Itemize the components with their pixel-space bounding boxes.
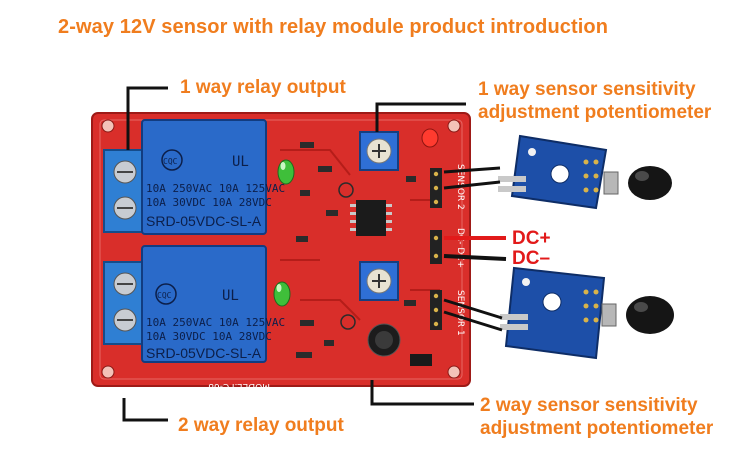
- power-led: [421, 128, 439, 148]
- relay-1-ul: UL: [232, 154, 249, 170]
- relay-1: CQC UL 10A 250VAC 10A 125VAC 10A 30VDC 1…: [141, 119, 285, 235]
- callout-relay-1-text: 1 way relay output: [180, 77, 346, 98]
- dc-plus-label: DC+: [512, 228, 551, 249]
- callout-sensor-1-line-1: 1 way sensor sensitivity: [478, 79, 696, 100]
- page-title: 2-way 12V sensor with relay module produ…: [58, 16, 609, 38]
- sensor-1-silkscreen: SENSOR 1: [455, 290, 465, 336]
- relay-2-terminal-block: [103, 261, 147, 345]
- dc-power-wires: [443, 236, 507, 261]
- relay-2-spec-b: 10A 30VDC 10A 28VDC: [146, 330, 272, 343]
- flame-sensor-1: [500, 266, 674, 360]
- sensor-wires: [443, 166, 503, 332]
- relay-1-brand: CQC: [163, 157, 178, 166]
- status-led-1: [277, 159, 295, 185]
- relay-2-brand: CQC: [157, 291, 172, 300]
- relay-1-spec-a: 10A 250VAC 10A 125VAC: [146, 182, 285, 195]
- relay-2-ul: UL: [222, 288, 239, 304]
- callout-sensor-1-potentiometer: 1 way sensor sensitivity adjustment pote…: [478, 78, 711, 124]
- callout-sensor-2-potentiometer: 2 way sensor sensitivity adjustment pote…: [480, 394, 713, 440]
- power-silkscreen: DC- DC+: [455, 228, 465, 268]
- smd-components: [296, 142, 432, 366]
- relay-1-spec-b: 10A 30VDC 10A 28VDC: [146, 196, 272, 209]
- status-led-2: [273, 281, 291, 307]
- sensor-1-header: [430, 290, 442, 330]
- comparator-ic: [350, 200, 392, 236]
- relay-2-model: SRD-05VDC-SL-A: [146, 345, 262, 361]
- callout-relay-2-output: 2 way relay output: [178, 414, 344, 437]
- callout-sensor-2-line-1: 2 way sensor sensitivity: [480, 395, 698, 416]
- relay-2: CQC UL 10A 250VAC 10A 125VAC 10A 30VDC 1…: [141, 245, 285, 363]
- callout-leader-lines: [122, 86, 474, 422]
- sensor-2-header: [430, 168, 442, 208]
- dc-minus-label: DC–: [512, 248, 551, 269]
- callout-sensor-1-line-2: adjustment potentiometer: [478, 102, 712, 123]
- sensitivity-potentiometer-2: [359, 261, 399, 301]
- capacitor: [367, 323, 401, 357]
- sensitivity-potentiometer-1: [359, 131, 399, 171]
- model-code-silkscreen: MODEL:FC-68: [208, 381, 270, 391]
- relay-2-spec-a: 10A 250VAC 10A 125VAC: [146, 316, 285, 329]
- callout-relay-1-output: 1 way relay output: [180, 76, 346, 99]
- callout-sensor-2-line-2: adjustment potentiometer: [480, 418, 714, 439]
- flame-sensor-2: [498, 134, 672, 210]
- power-header: [430, 230, 442, 264]
- relay-1-terminal-block: [103, 149, 147, 233]
- callout-relay-2-text: 2 way relay output: [178, 415, 344, 436]
- relay-1-model: SRD-05VDC-SL-A: [146, 213, 262, 229]
